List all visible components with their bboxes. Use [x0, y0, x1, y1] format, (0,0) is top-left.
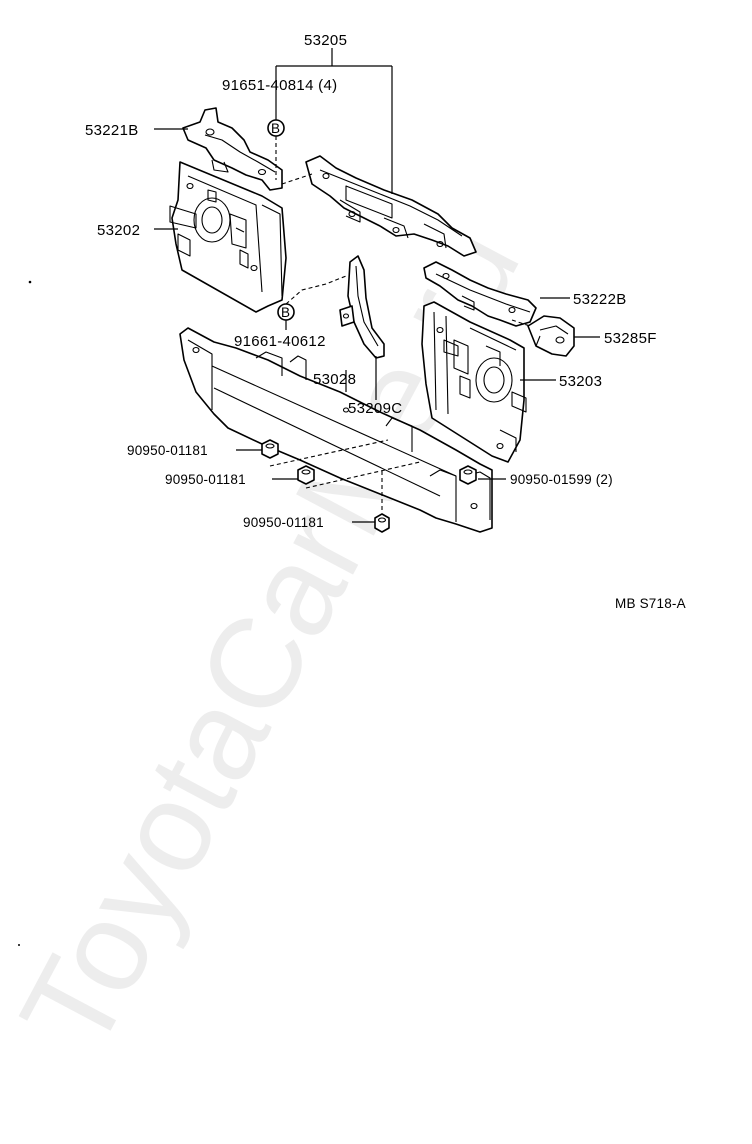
lower-cross-member-53028	[179, 327, 493, 533]
bolt-mark-label: B	[271, 121, 280, 136]
label-91661-40612: 91661-40612	[234, 333, 326, 350]
upper-bracket-53221b	[182, 107, 283, 191]
stray-dot	[18, 944, 20, 946]
label-53203: 53203	[559, 373, 602, 390]
label-53221b: 53221B	[85, 122, 139, 139]
label-53285f: 53285F	[604, 330, 657, 347]
bolt-91661-40612: B	[277, 303, 295, 321]
leader-lines	[154, 48, 600, 523]
headlamp-support-53202	[169, 161, 287, 313]
label-53205: 53205	[304, 32, 347, 49]
label-90950-01181-a: 90950-01181	[127, 443, 208, 458]
nut-90950-01181-b	[297, 465, 315, 485]
label-90950-01181-b: 90950-01181	[165, 472, 246, 487]
nut-90950-01181-c	[374, 513, 390, 533]
bracket-53285f	[527, 315, 575, 357]
label-90950-01599: 90950-01599 (2)	[510, 472, 613, 487]
bolt-91651-40814: B	[267, 119, 285, 137]
diagram-code: MB S718-A	[615, 596, 686, 611]
bolt-mark-label: B	[281, 305, 290, 320]
label-90950-01181-c: 90950-01181	[243, 515, 324, 530]
label-53202: 53202	[97, 222, 140, 239]
label-53222b: 53222B	[573, 291, 627, 308]
stray-dot	[28, 280, 32, 284]
label-53209c: 53209C	[348, 400, 402, 417]
label-91651-40814: 91651-40814 (4)	[222, 77, 337, 94]
nut-90950-01599	[459, 465, 477, 485]
part-labels: 53205 91651-40814 (4) 53221B 53202 91661…	[85, 32, 686, 611]
label-53028: 53028	[313, 371, 356, 388]
upper-radiator-support-53205	[305, 155, 477, 257]
nut-90950-01181-a	[261, 439, 279, 459]
assembly-lines	[269, 136, 531, 510]
upper-bracket-53222b	[423, 261, 537, 327]
headlamp-support-53203	[421, 301, 527, 463]
brace-53209c	[339, 255, 385, 359]
